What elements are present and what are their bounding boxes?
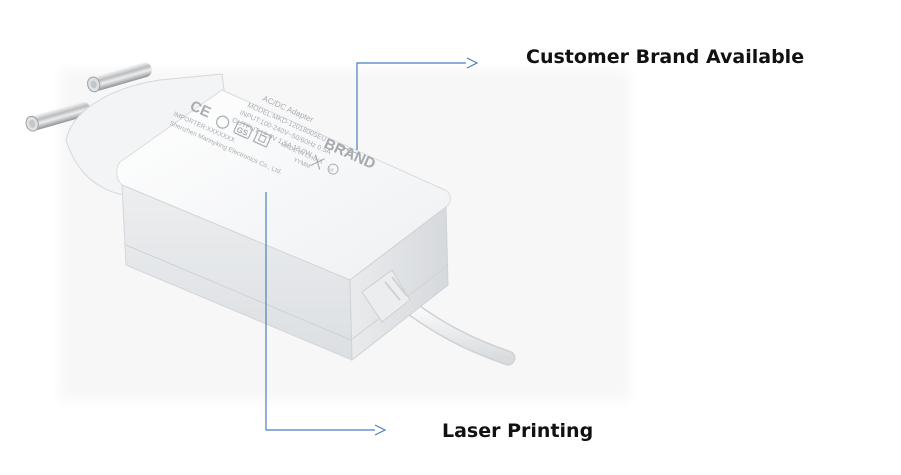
brand-callout-line — [356, 57, 479, 150]
rohs-mark-icon — [216, 115, 230, 129]
gs-mark-frame — [233, 121, 253, 139]
laser-callout-line — [265, 192, 387, 436]
callout-laser-printing: Laser Printing — [442, 420, 594, 442]
efficiency-mark-icon — [327, 163, 339, 175]
double-insulation-icon — [252, 129, 272, 148]
arrow-right-icon — [374, 424, 387, 436]
polarity-symbol-icon — [338, 145, 362, 156]
plug-pins — [25, 62, 152, 132]
callout-customer-brand: Customer Brand Available — [526, 46, 805, 68]
efficiency-mark-text: VI — [327, 167, 334, 174]
arrow-right-icon — [466, 57, 479, 69]
strain-relief — [361, 269, 411, 323]
body-seam — [125, 244, 448, 341]
weee-bin-icon — [310, 154, 325, 170]
